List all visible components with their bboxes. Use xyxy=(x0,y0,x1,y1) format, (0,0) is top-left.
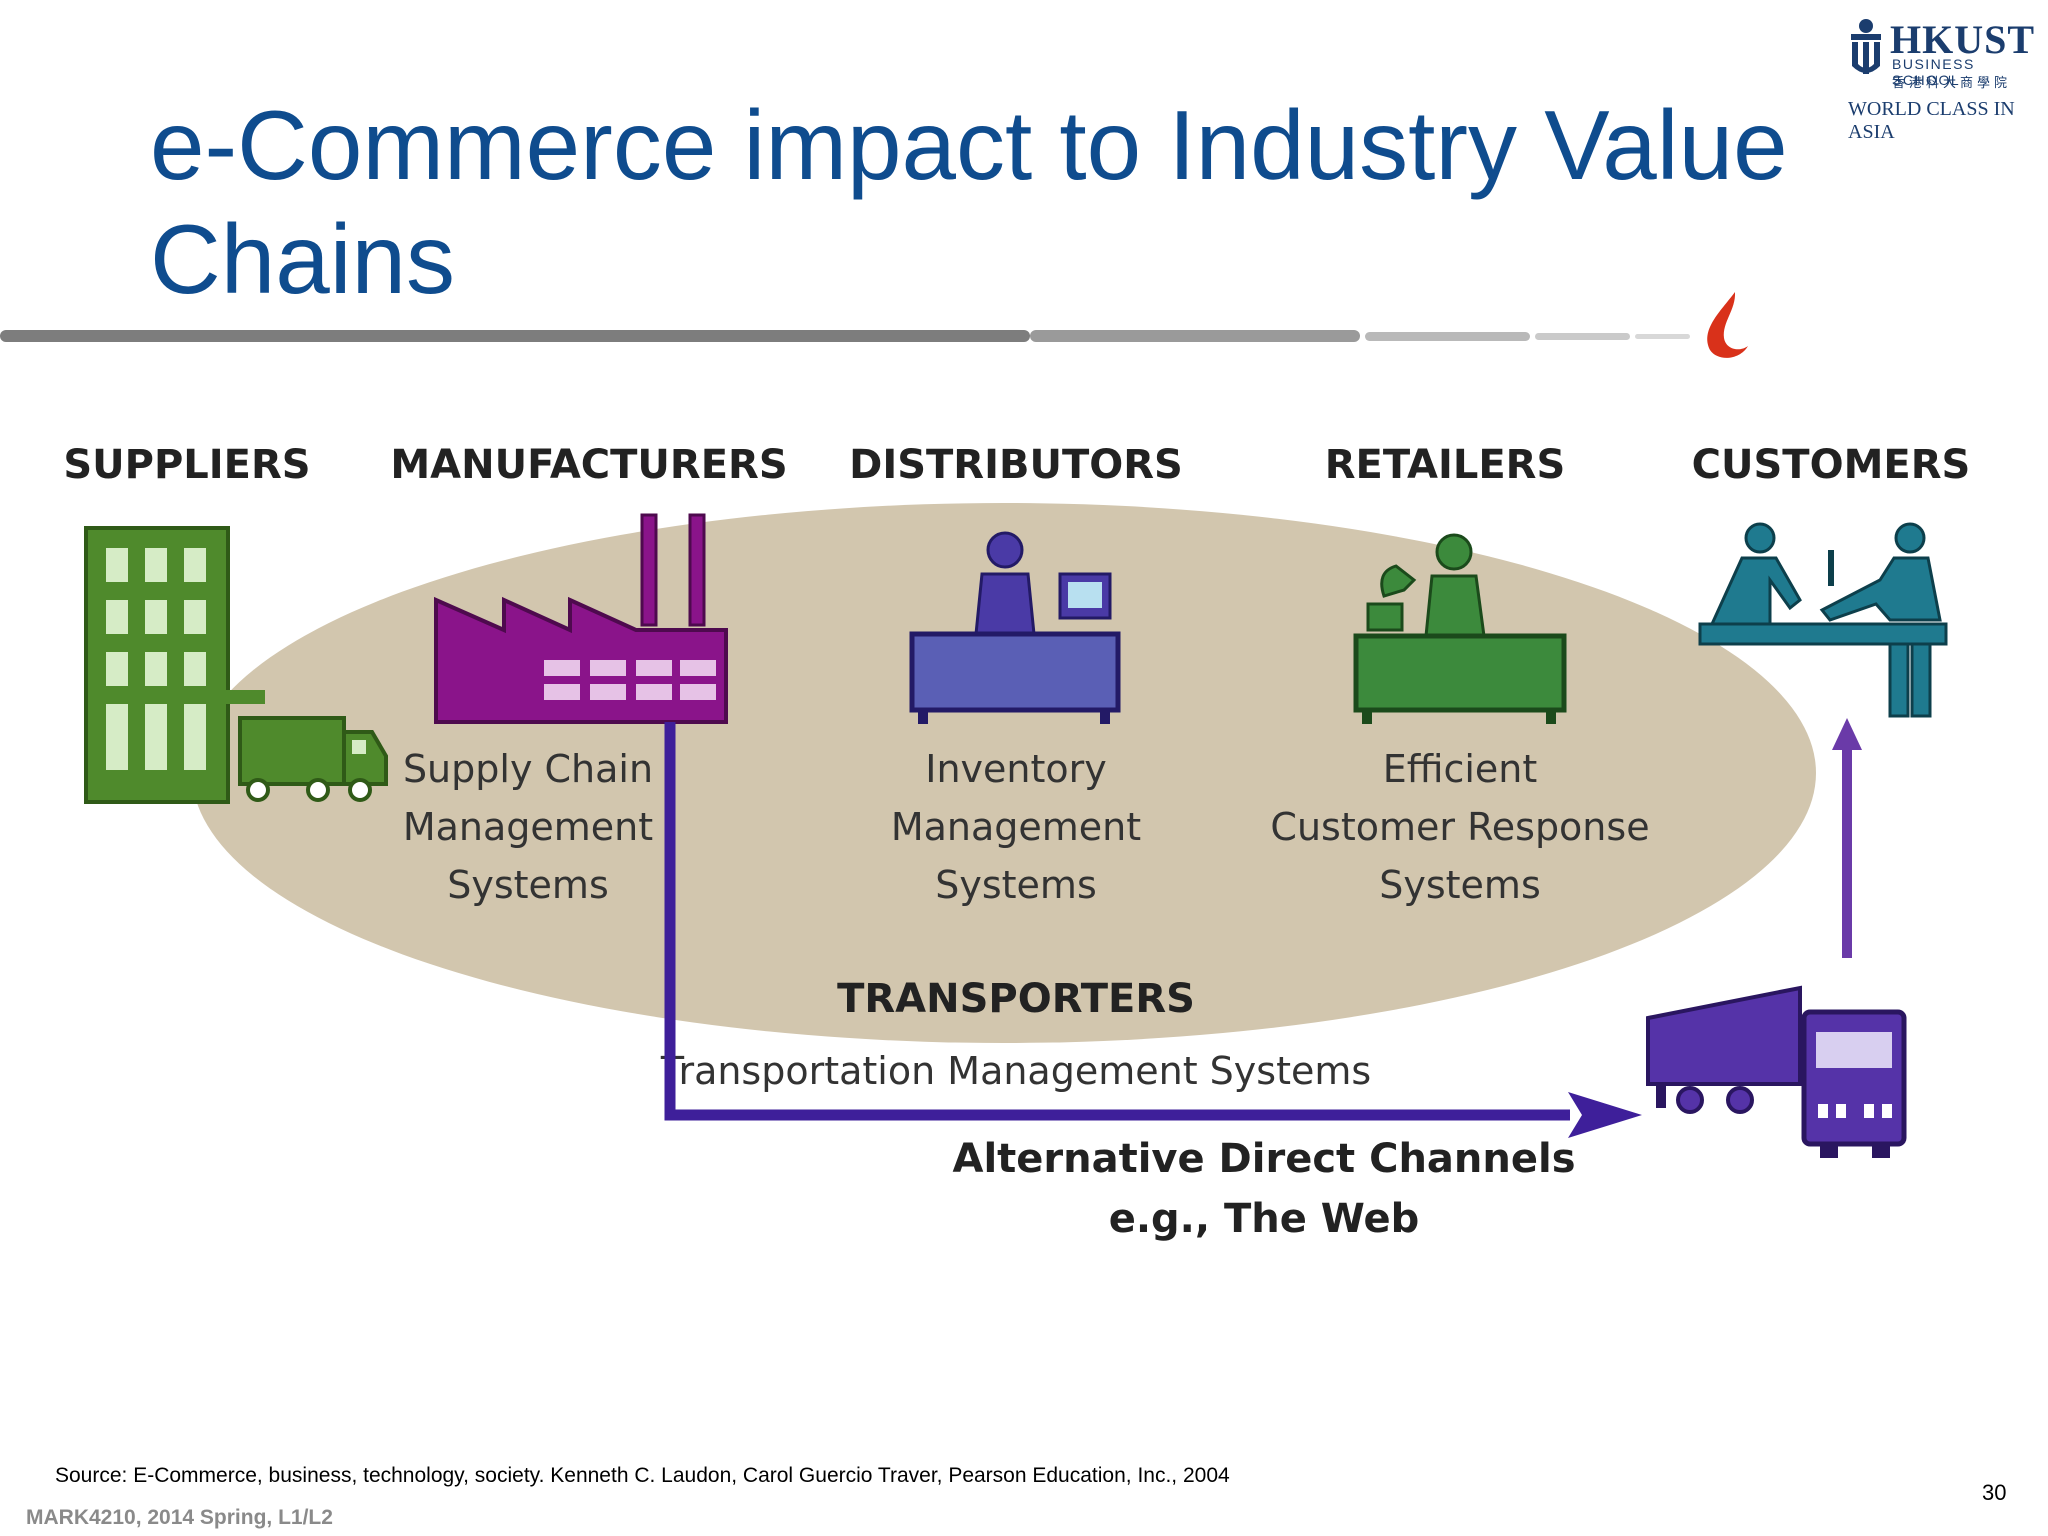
source-citation: Source: E-Commerce, business, technology… xyxy=(55,1464,1230,1487)
logo-name: HKUST xyxy=(1890,17,2036,62)
desk-worker-phone-icon xyxy=(1353,533,1567,724)
stage-label-distributors: DISTRIBUTORS xyxy=(849,442,1183,488)
hkust-crest-icon xyxy=(1851,19,1881,74)
to-customers-arrow xyxy=(1832,718,1862,958)
delivery-truck-icon xyxy=(1646,985,1907,1158)
flame-icon xyxy=(1707,292,1748,358)
stage-label-retailers: RETAILERS xyxy=(1325,442,1566,488)
customers-counter-icon xyxy=(1698,522,1948,718)
direct-channel-arrow xyxy=(664,722,1642,1138)
distributors-system-line-3: Systems xyxy=(935,863,1097,907)
supplier-truck-icon xyxy=(238,716,388,802)
page-number: 30 xyxy=(1982,1480,2007,1505)
slide-title: e-Commerce impact to Industry Value Chai… xyxy=(150,90,1788,314)
stage-label-suppliers: SUPPLIERS xyxy=(63,442,310,488)
transporters-label: TRANSPORTERS xyxy=(837,976,1195,1022)
office-building-icon xyxy=(84,526,265,804)
distributors-system-line-1: Inventory xyxy=(925,747,1107,791)
logo-chinese: 香港科大商學院 xyxy=(1892,75,2012,90)
logo-subtitle: BUSINESS SCHOOL xyxy=(1892,56,1975,88)
retailers-system-line-3: Systems xyxy=(1379,863,1541,907)
retailers-system-line-2: Customer Response xyxy=(1270,805,1649,849)
manufacturers-system-line-2: Management xyxy=(403,805,653,849)
manufacturers-system-line-1: Supply Chain xyxy=(403,747,653,791)
retailers-system-line-1: Efficient xyxy=(1383,747,1538,791)
stage-label-customers: CUSTOMERS xyxy=(1692,442,1971,488)
transporters-system: Transportation Management Systems xyxy=(660,1049,1371,1093)
title-divider xyxy=(0,330,1690,342)
direct-channels-label: Alternative Direct Channels xyxy=(952,1136,1575,1182)
desk-worker-computer-icon xyxy=(909,531,1121,724)
logo-tagline: WORLD CLASS IN ASIA xyxy=(1848,98,2015,143)
factory-icon xyxy=(434,513,728,724)
hkust-logo: HKUST BUSINESS SCHOOL 香港科大商學院 WORLD CLAS… xyxy=(1840,16,2040,143)
distributors-system-line-2: Management xyxy=(891,805,1141,849)
manufacturers-system-line-3: Systems xyxy=(447,863,609,907)
direct-channels-example: e.g., The Web xyxy=(1109,1196,1420,1242)
stage-label-manufacturers: MANUFACTURERS xyxy=(390,442,787,488)
course-label: MARK4210, 2014 Spring, L1/L2 xyxy=(26,1506,333,1529)
